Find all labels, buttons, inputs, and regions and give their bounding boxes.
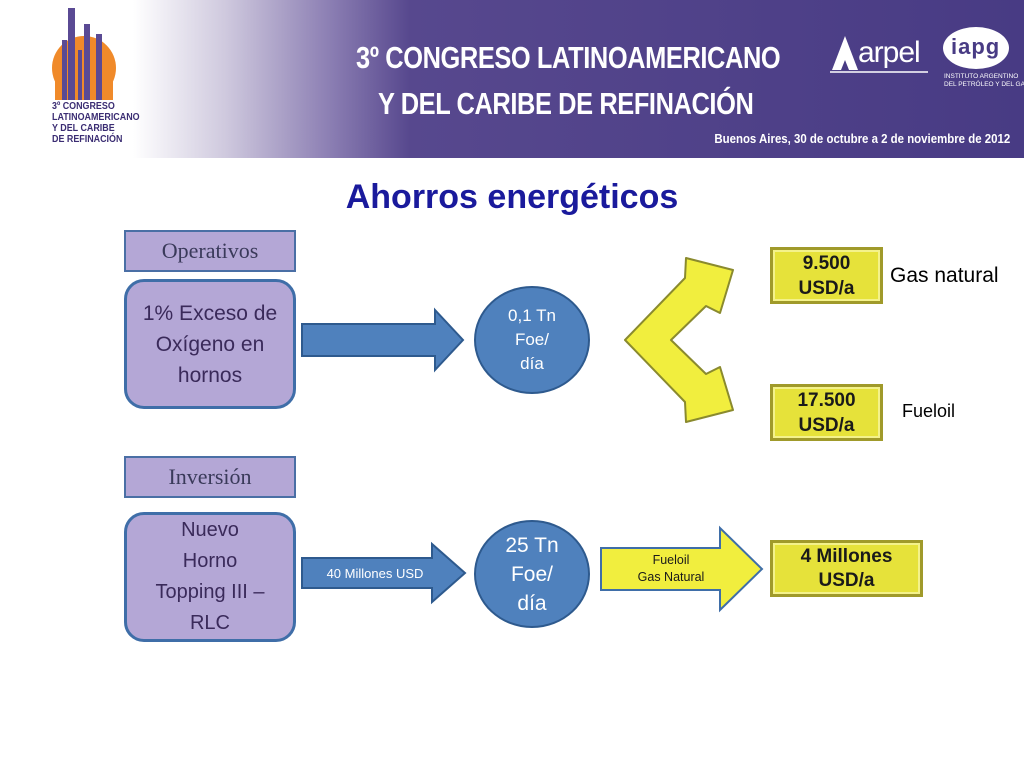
operativos-box-text: 1% Exceso de Oxígeno en hornos: [142, 301, 278, 387]
operativos-circle-text: 0,1 Tn Foe/ día: [508, 306, 556, 373]
split-chevron-arrow: [624, 257, 734, 423]
inversion-arrow-text: 40 Millones USD: [326, 566, 424, 581]
slide-title: Ahorros energéticos: [345, 178, 679, 216]
arpel-logo-text: arpel: [858, 36, 921, 69]
event-dateline: Buenos Aires, 30 de octubre a 2 de novie…: [714, 131, 1010, 146]
inversion-result-text: 4 Millones USD/a: [800, 545, 893, 591]
congress-logo-line-2: LATINOAMERICANO: [52, 111, 140, 123]
operativos-box: 1% Exceso de Oxígeno en hornos: [124, 279, 296, 409]
result-top-box: 9.500 USD/a: [770, 247, 883, 304]
result-top-label: Gas natural: [890, 264, 999, 287]
inversion-label: Inversión: [124, 456, 296, 498]
iapg-caption-line-1: INSTITUTO ARGENTINO: [944, 73, 1019, 80]
inversion-box: Nuevo Horno Topping III – RLC: [124, 512, 296, 642]
inversion-arrow2-text: Fueloil Gas Natural: [637, 553, 705, 584]
iapg-caption-line-2: DEL PETRÓLEO Y DEL GAS: [944, 81, 1024, 88]
iapg-logo-text: iapg: [951, 34, 1001, 59]
result-bottom-text: 17.500 USD/a: [797, 389, 856, 436]
result-bottom-box: 17.500 USD/a: [770, 384, 883, 441]
inversion-box-text: Nuevo Horno Topping III – RLC: [155, 519, 265, 634]
inversion-circle: 25 Tn Foe/ día: [474, 520, 590, 628]
operativos-label: Operativos: [124, 230, 296, 272]
operativos-arrow: [301, 307, 465, 373]
header-banner: [0, 0, 1024, 158]
result-bottom-label: Fueloil: [902, 401, 956, 421]
congress-logo-line-4: DE REFINACIÓN: [52, 133, 123, 145]
congress-logo-line-1: 3º CONGRESO: [52, 100, 115, 112]
operativos-circle: 0,1 Tn Foe/ día: [474, 286, 590, 394]
result-top-text: 9.500 USD/a: [798, 252, 855, 299]
congress-logo-line-3: Y DEL CARIBE: [52, 122, 115, 134]
inversion-circle-text: 25 Tn Foe/ día: [505, 533, 559, 615]
banner-title-line-2: Y DEL CARIBE DE REFINACIÓN: [378, 86, 754, 121]
banner-title-line-1: 3º CONGRESO LATINOAMERICANO: [356, 40, 781, 75]
inversion-result-box: 4 Millones USD/a: [770, 540, 923, 597]
